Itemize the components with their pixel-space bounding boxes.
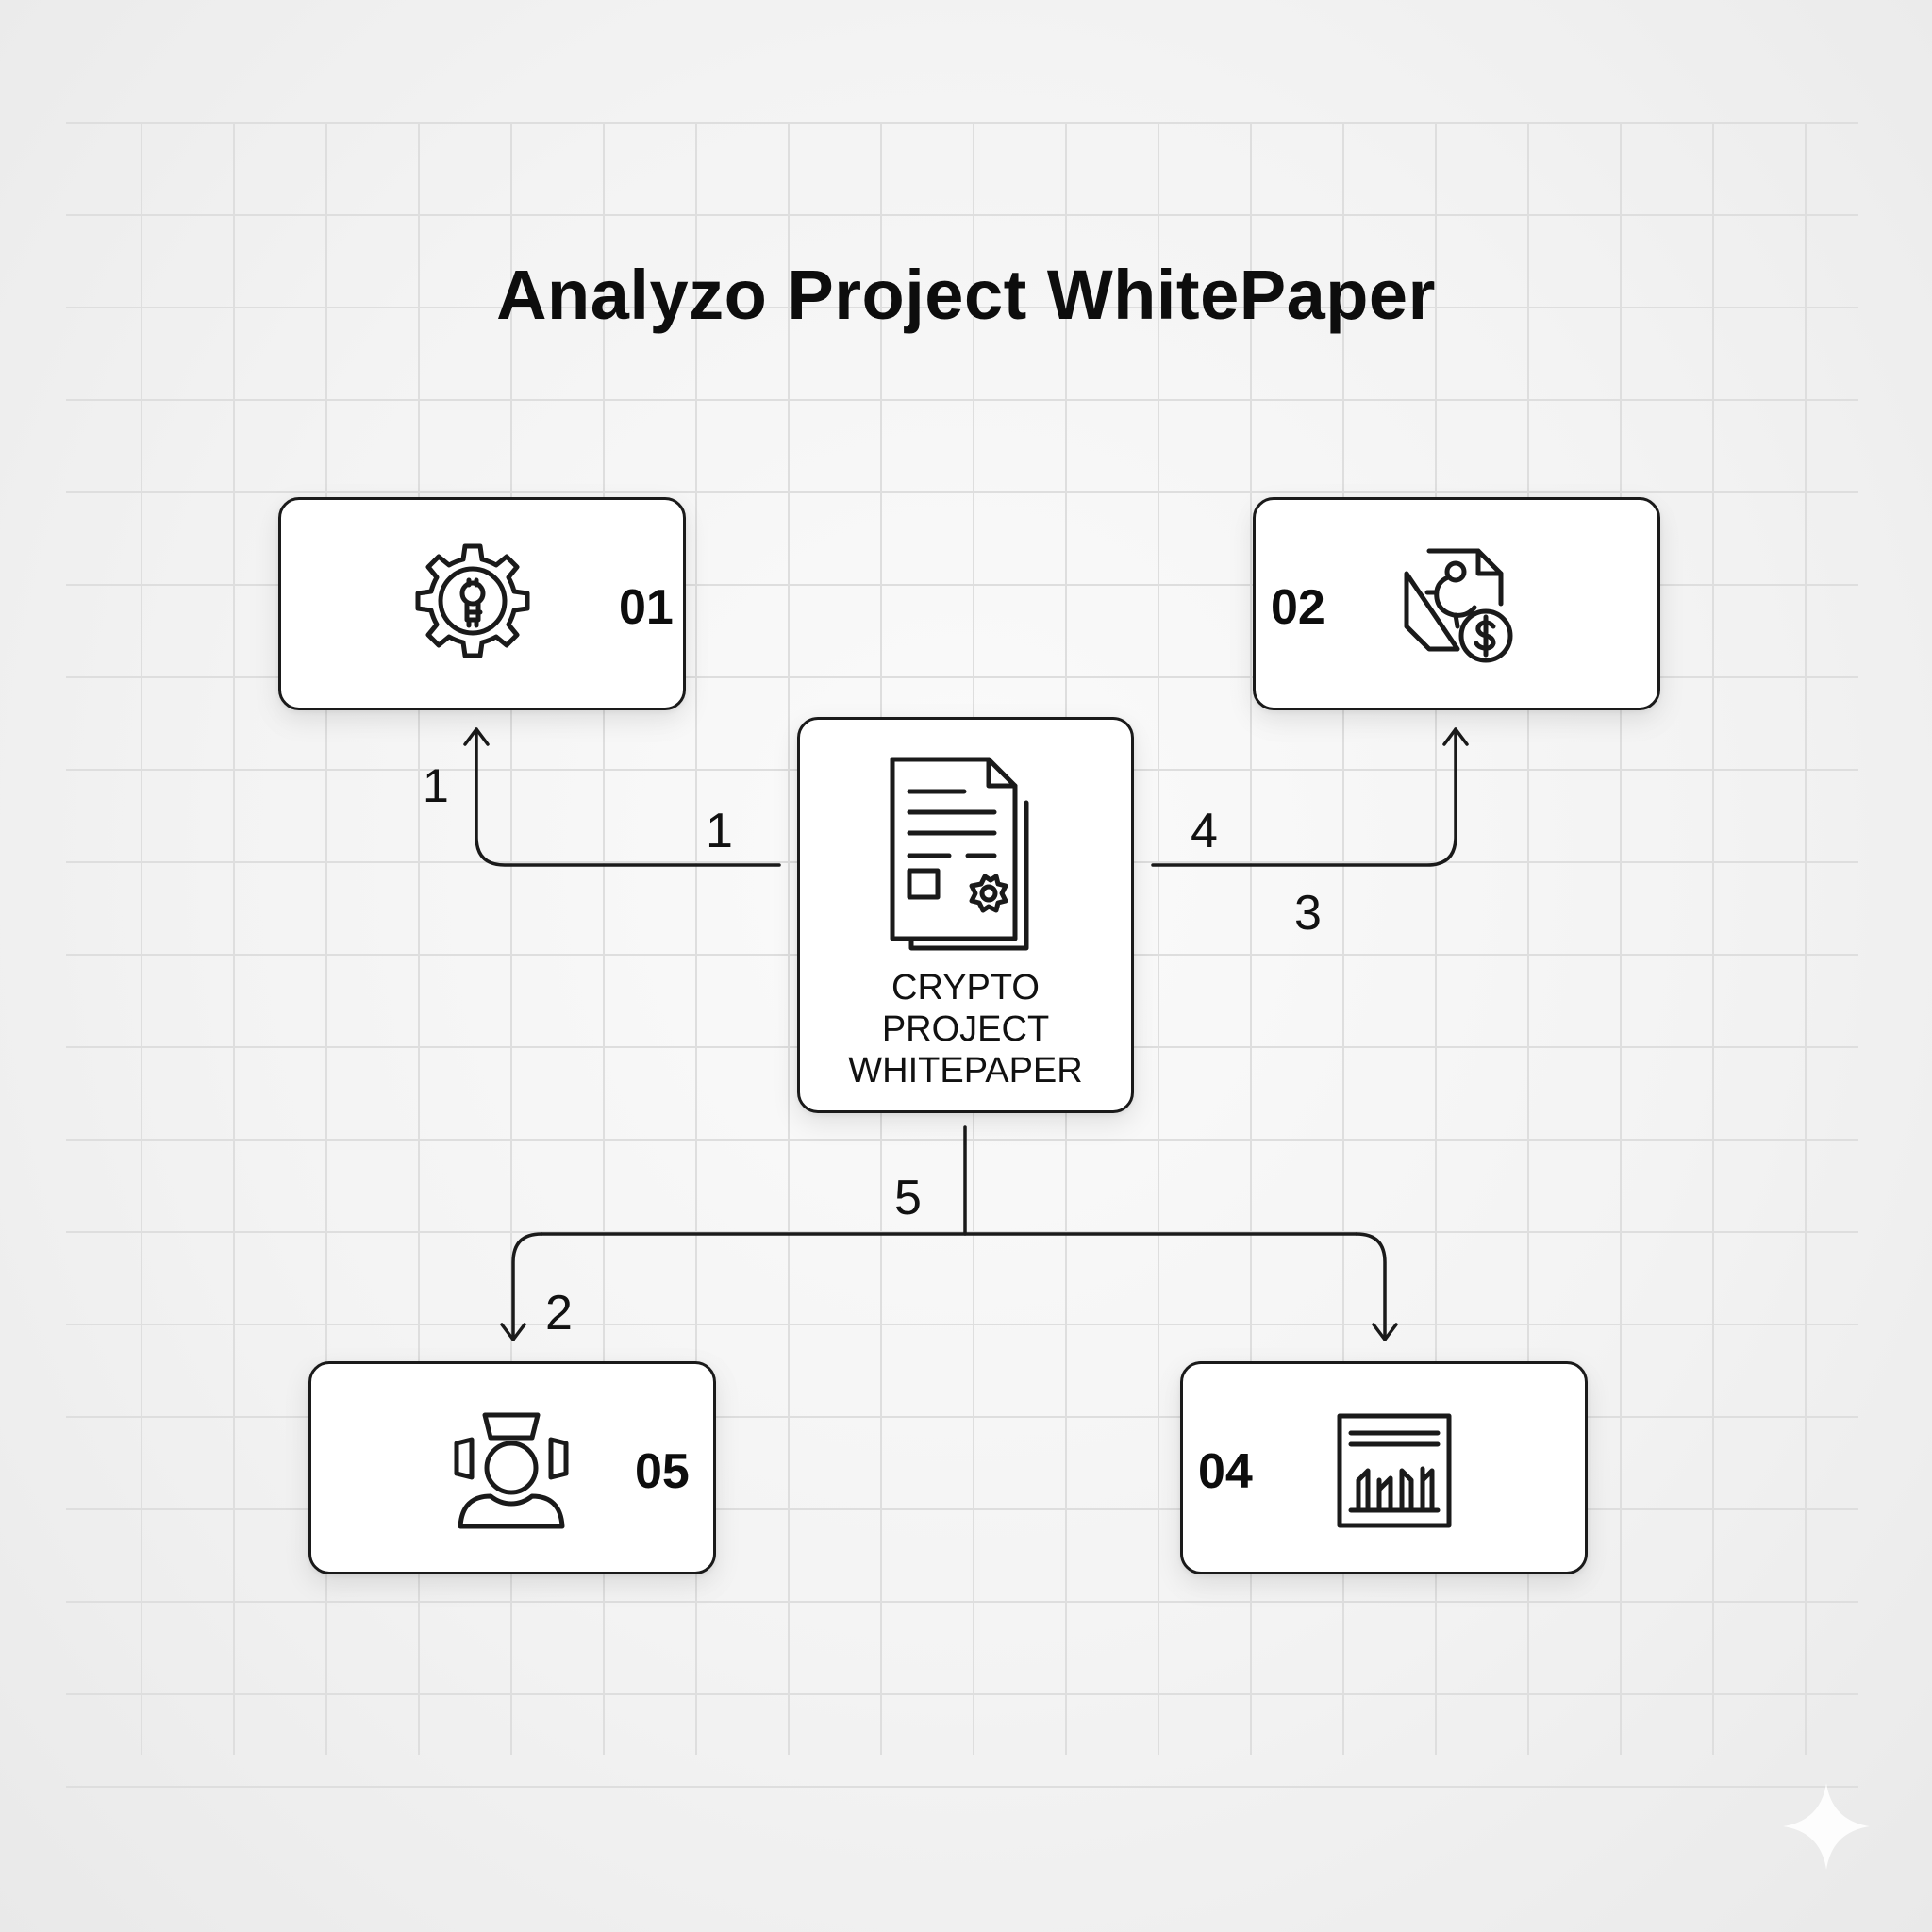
center-label: CRYPTO PROJECT WHITEPAPER [800,967,1131,1091]
node-05[interactable]: 05 [308,1361,716,1574]
edge-label-stray: 1 [423,759,449,812]
node-04[interactable]: 04 [1180,1361,1588,1574]
connector-to-node-01 [475,727,781,867]
center-label-line-2: PROJECT [881,1009,1050,1049]
node-02[interactable]: 02 [1253,497,1660,710]
connector-to-node-02 [1151,727,1457,867]
arrowhead-node-05 [500,1323,526,1341]
gear-bitcoin-icon [415,543,530,658]
node-01-number: 01 [619,580,674,635]
center-label-line-3: WHITEPAPER [848,1051,1083,1091]
center-whitepaper-node[interactable]: CRYPTO PROJECT WHITEPAPER [797,717,1134,1113]
node-04-number: 04 [1198,1444,1253,1499]
connector-to-node-04 [1355,1232,1387,1341]
edge-label-to-node-02-upper: 4 [1191,804,1218,858]
edge-label-to-node-05: 2 [545,1286,573,1341]
connector-to-node-05 [511,1232,543,1341]
document-dollar-icon [1404,548,1513,663]
node-05-number: 05 [635,1444,690,1499]
arrowhead-node-02 [1442,727,1469,746]
edge-label-down: 5 [894,1171,922,1225]
center-label-line-1: CRYPTO [891,968,1040,1008]
arrowhead-node-04 [1372,1323,1398,1341]
diagram-title: Analyzo Project WhitePaper [496,256,1436,334]
arrowhead-node-01 [463,727,490,746]
node-02-number: 02 [1271,580,1325,635]
sparkle-watermark-icon [1783,1783,1870,1870]
bar-chart-icon [1337,1413,1452,1528]
edge-label-to-node-02-lower: 3 [1294,886,1322,941]
team-person-icon [454,1412,569,1529]
whitepaper-document-icon [890,757,1029,951]
node-01[interactable]: 01 [278,497,686,710]
edge-label-to-node-01: 1 [706,804,733,858]
